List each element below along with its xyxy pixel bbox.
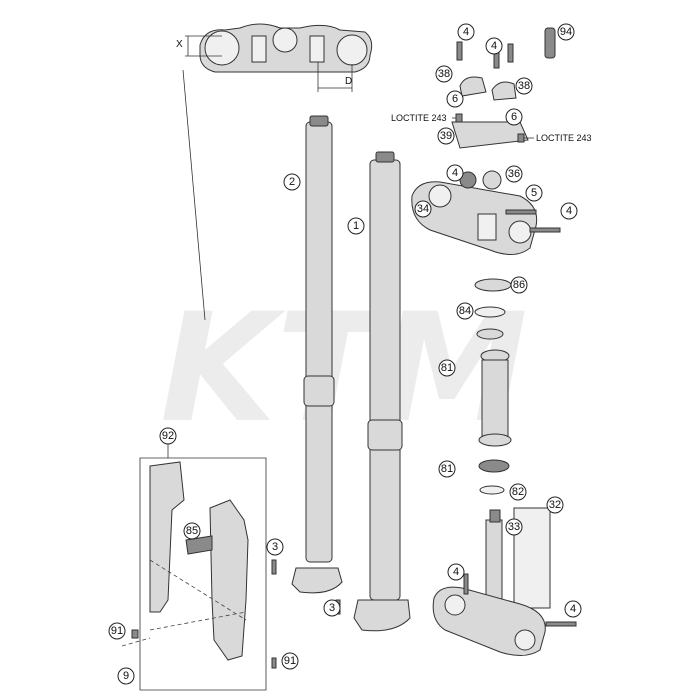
svg-text:84: 84 xyxy=(459,305,471,317)
callout-85: 85 xyxy=(183,522,201,540)
svg-text:3: 3 xyxy=(272,541,278,553)
callout-38: 38 xyxy=(435,65,453,83)
callout-4: 4 xyxy=(564,600,582,618)
callout-94: 94 xyxy=(557,23,575,41)
callout-39: 39 xyxy=(437,127,455,145)
svg-text:4: 4 xyxy=(491,40,497,52)
loctite-note-right: LOCTITE 243 xyxy=(536,133,592,143)
svg-text:32: 32 xyxy=(549,499,561,511)
callout-3: 3 xyxy=(266,538,284,556)
callout-4: 4 xyxy=(446,164,464,182)
fork-leg-right xyxy=(353,151,411,632)
fork-leg-left xyxy=(291,115,343,594)
callout-84: 84 xyxy=(456,302,474,320)
callout-1: 1 xyxy=(347,217,365,235)
svg-text:5: 5 xyxy=(531,187,537,199)
callout-86: 86 xyxy=(510,276,528,294)
callout-92: 92 xyxy=(159,427,177,445)
callout-36: 36 xyxy=(505,165,523,183)
svg-text:4: 4 xyxy=(570,603,576,615)
svg-text:6: 6 xyxy=(452,93,458,105)
svg-text:2: 2 xyxy=(289,176,295,188)
steering-stem-lower-clamp xyxy=(432,507,577,656)
callout-6: 6 xyxy=(446,90,464,108)
loctite-note-left: LOCTITE 243 xyxy=(391,113,447,123)
callout-4: 4 xyxy=(457,23,475,41)
callout-91: 91 xyxy=(281,652,299,670)
callout-4: 4 xyxy=(447,563,465,581)
svg-text:34: 34 xyxy=(417,203,429,215)
callout-4: 4 xyxy=(485,37,503,55)
dimension-d-label: D xyxy=(345,76,352,87)
callout-32: 32 xyxy=(546,496,564,514)
callout-91: 91 xyxy=(108,622,126,640)
svg-text:4: 4 xyxy=(453,566,459,578)
callout-6: 6 xyxy=(505,108,523,126)
svg-text:82: 82 xyxy=(512,486,524,498)
svg-text:4: 4 xyxy=(463,26,469,38)
svg-text:1: 1 xyxy=(353,220,359,232)
svg-text:91: 91 xyxy=(111,625,123,637)
callout-38: 38 xyxy=(515,77,533,95)
svg-text:4: 4 xyxy=(566,205,572,217)
callout-33: 33 xyxy=(505,518,523,536)
steering-bearings xyxy=(474,278,512,495)
callout-2: 2 xyxy=(283,173,301,191)
upper-triple-clamp xyxy=(411,170,561,255)
dimension-x-label: X xyxy=(176,39,183,50)
svg-text:81: 81 xyxy=(441,463,453,475)
svg-text:38: 38 xyxy=(518,80,530,92)
svg-text:94: 94 xyxy=(560,26,572,38)
callout-81: 81 xyxy=(438,460,456,478)
svg-text:39: 39 xyxy=(440,130,452,142)
callout-34: 34 xyxy=(414,200,432,218)
handlebar-clamp-assembly xyxy=(451,27,556,149)
callout-82: 82 xyxy=(509,483,527,501)
svg-text:6: 6 xyxy=(511,111,517,123)
callout-9: 9 xyxy=(117,667,135,685)
triple-clamp-top-view xyxy=(185,23,373,92)
svg-text:86: 86 xyxy=(513,279,525,291)
svg-text:36: 36 xyxy=(508,168,520,180)
svg-text:33: 33 xyxy=(508,521,520,533)
svg-text:38: 38 xyxy=(438,68,450,80)
callout-81: 81 xyxy=(438,359,456,377)
callout-3: 3 xyxy=(323,599,341,617)
svg-text:92: 92 xyxy=(162,430,174,442)
svg-text:81: 81 xyxy=(441,362,453,374)
callout-4: 4 xyxy=(560,202,578,220)
svg-text:85: 85 xyxy=(186,525,198,537)
svg-text:4: 4 xyxy=(452,167,458,179)
svg-text:3: 3 xyxy=(329,602,335,614)
fork-guards-set xyxy=(121,444,267,691)
svg-text:9: 9 xyxy=(123,670,129,682)
callout-5: 5 xyxy=(525,184,543,202)
svg-text:91: 91 xyxy=(284,655,296,667)
